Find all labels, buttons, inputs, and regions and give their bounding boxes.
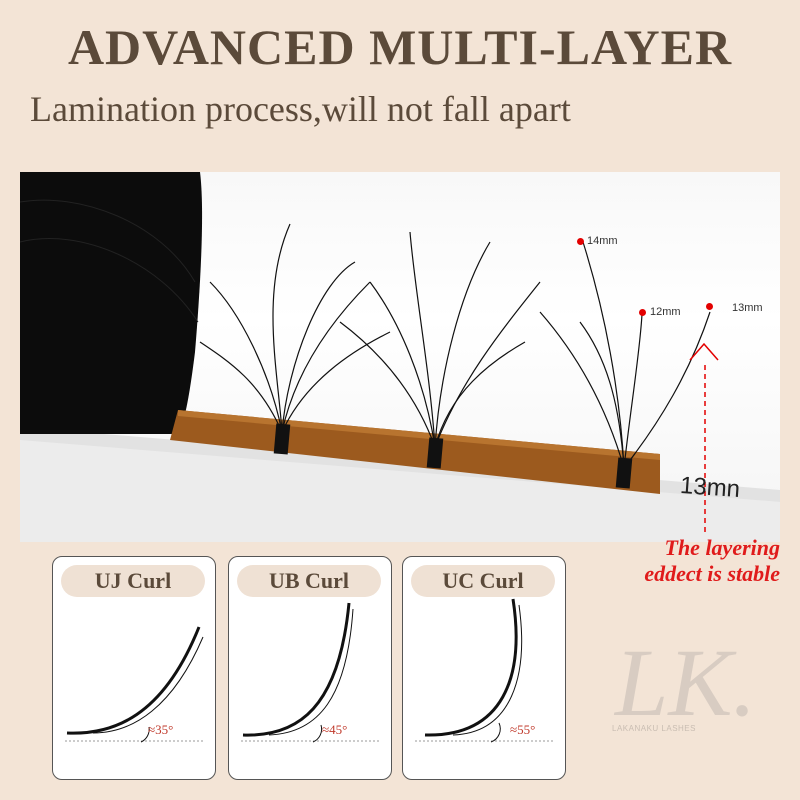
callout-line-1: The layering xyxy=(664,535,781,560)
page-subtitle: Lamination process,will not fall apart xyxy=(30,89,571,129)
ub-curl-icon xyxy=(241,602,381,743)
lash-product-photo: 14mm 12mm 13mm 13mn xyxy=(20,172,780,542)
length-marker-13 xyxy=(706,303,713,310)
length-label-12: 12mm xyxy=(650,306,681,318)
curl-label: UC Curl xyxy=(411,565,555,597)
length-label-13: 13mm xyxy=(732,302,763,314)
uj-curl-icon xyxy=(65,626,205,743)
curl-card-uc: UC Curl ≈55° xyxy=(402,556,566,780)
layering-callout: The layering eddect is stable xyxy=(600,535,780,587)
curl-card-ub: UB Curl ≈45° xyxy=(228,556,392,780)
curl-angle: ≈55° xyxy=(510,722,536,737)
brand-logo: LK. xyxy=(613,629,755,736)
page-title: ADVANCED MULTI-LAYER xyxy=(67,19,733,75)
length-marker-14 xyxy=(577,238,584,245)
callout-line-2: eddect is stable xyxy=(644,561,780,586)
curl-label: UB Curl xyxy=(237,565,381,597)
curl-angle: ≈45° xyxy=(322,722,348,737)
brand-monogram: LK. xyxy=(613,629,755,736)
length-marker-12 xyxy=(639,309,646,316)
curl-angle: ≈35° xyxy=(148,722,174,737)
uc-curl-icon xyxy=(415,598,555,743)
brand-name: LAKANAKU LASHES xyxy=(612,724,696,733)
lash-illustration xyxy=(20,172,780,542)
length-label-14: 14mm xyxy=(587,235,618,247)
curl-label: UJ Curl xyxy=(61,565,205,597)
strip-length-print: 13mn xyxy=(679,471,741,504)
curl-card-uj: UJ Curl ≈35° xyxy=(52,556,216,780)
